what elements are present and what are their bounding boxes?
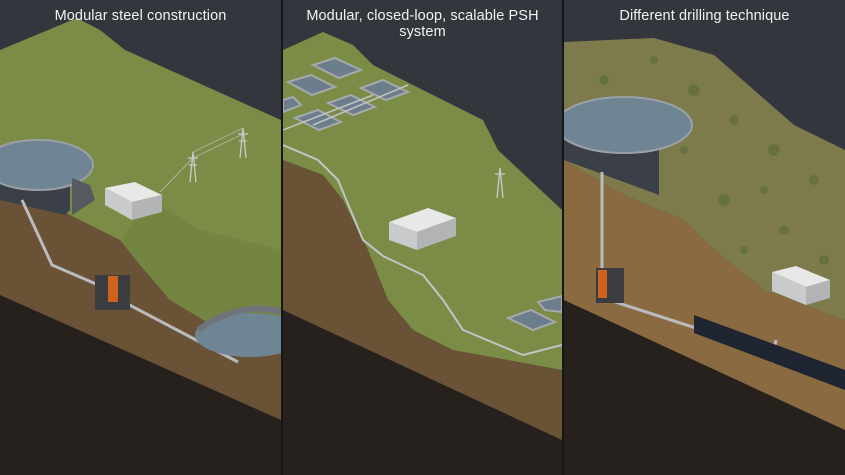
panel-title: Modular steel construction xyxy=(54,8,227,24)
powerhouse-building xyxy=(772,266,830,305)
horizontal-tunnel-reservoir xyxy=(694,315,845,390)
powerhouse-building xyxy=(105,182,162,220)
panel-divider xyxy=(281,0,283,475)
surface-pipe xyxy=(283,144,562,357)
panel-title: Modular, closed-loop, scalable PSH syste… xyxy=(306,8,539,40)
transmission-tower xyxy=(495,167,505,199)
panel-title: Different drilling technique xyxy=(619,8,790,24)
pump-turbine xyxy=(95,275,130,310)
modular-steel-illustration xyxy=(0,18,281,475)
soil-cross-section xyxy=(0,185,281,420)
powerhouse-building xyxy=(389,208,456,250)
drilling-technique-illustration xyxy=(564,38,845,475)
stepped-grass-hillside xyxy=(283,32,562,370)
panel-divider xyxy=(562,0,564,475)
panel-modular-steel: Modular steel construction xyxy=(0,0,281,475)
upper-modular-tank-array xyxy=(283,56,411,132)
upper-circular-reservoir xyxy=(564,96,693,195)
pump-turbine xyxy=(596,268,624,303)
panel-closed-loop: Modular, closed-loop, scalable PSH syste… xyxy=(283,0,562,475)
lower-modular-tank-array xyxy=(505,294,562,332)
upper-circular-reservoir xyxy=(0,139,95,215)
panel-drilling-technique: Different drilling technique xyxy=(564,0,845,475)
closed-loop-illustration xyxy=(283,32,562,475)
transmission-towers xyxy=(159,127,248,193)
lower-circular-reservoir xyxy=(195,305,281,357)
soil-cross-section xyxy=(283,160,562,440)
